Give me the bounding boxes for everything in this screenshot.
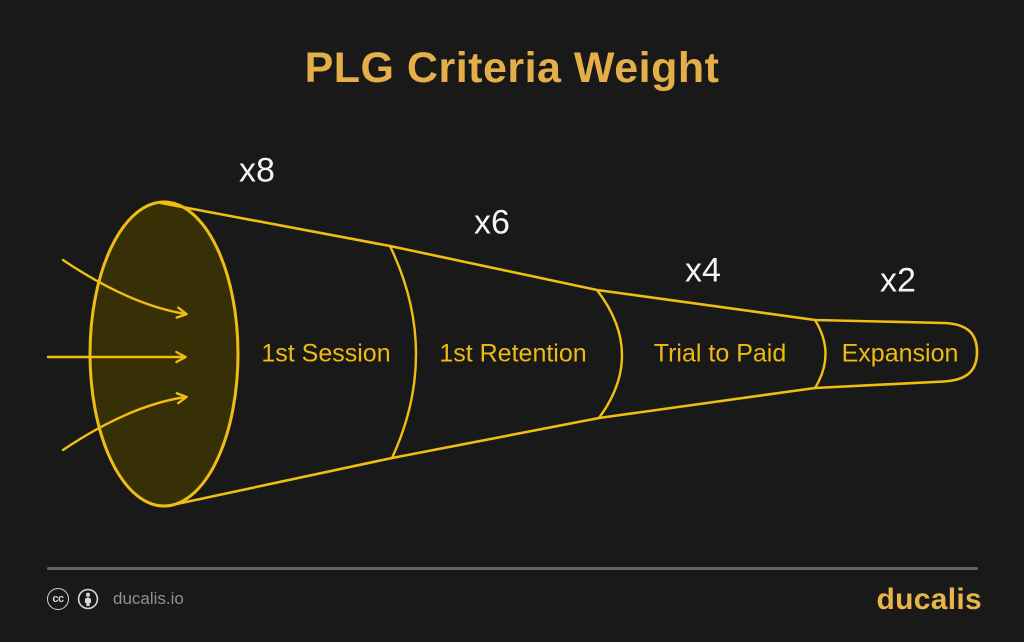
weight-expansion: x2 — [880, 261, 916, 300]
funnel-mouth — [88, 200, 240, 508]
inflow-arrows — [46, 258, 188, 452]
footer-divider — [47, 567, 978, 570]
footer-license: cc ducalis.io — [47, 588, 184, 610]
funnel-divider-2 — [595, 288, 624, 420]
attribution-icon — [77, 588, 99, 610]
stage-label-trial-to-paid: Trial to Paid — [653, 339, 787, 368]
page-title: PLG Criteria Weight — [304, 44, 720, 92]
funnel-divider-1 — [388, 244, 418, 460]
brand-logo: ducalis — [876, 583, 982, 616]
stage-label-1st-session: 1st Session — [261, 339, 391, 368]
stage-label-1st-retention: 1st Retention — [439, 339, 587, 368]
inflow-arrow-bottom — [61, 392, 188, 452]
weight-1st-retention: x6 — [474, 203, 510, 242]
site-link: ducalis.io — [113, 589, 184, 608]
funnel-divider-3 — [813, 318, 827, 390]
cc-icon: cc — [47, 588, 69, 610]
stage-label-expansion: Expansion — [841, 339, 959, 368]
funnel-outline — [159, 201, 979, 507]
inflow-arrow-top — [61, 258, 188, 319]
weight-1st-session: x8 — [239, 151, 275, 190]
weight-trial-to-paid: x4 — [685, 251, 721, 290]
